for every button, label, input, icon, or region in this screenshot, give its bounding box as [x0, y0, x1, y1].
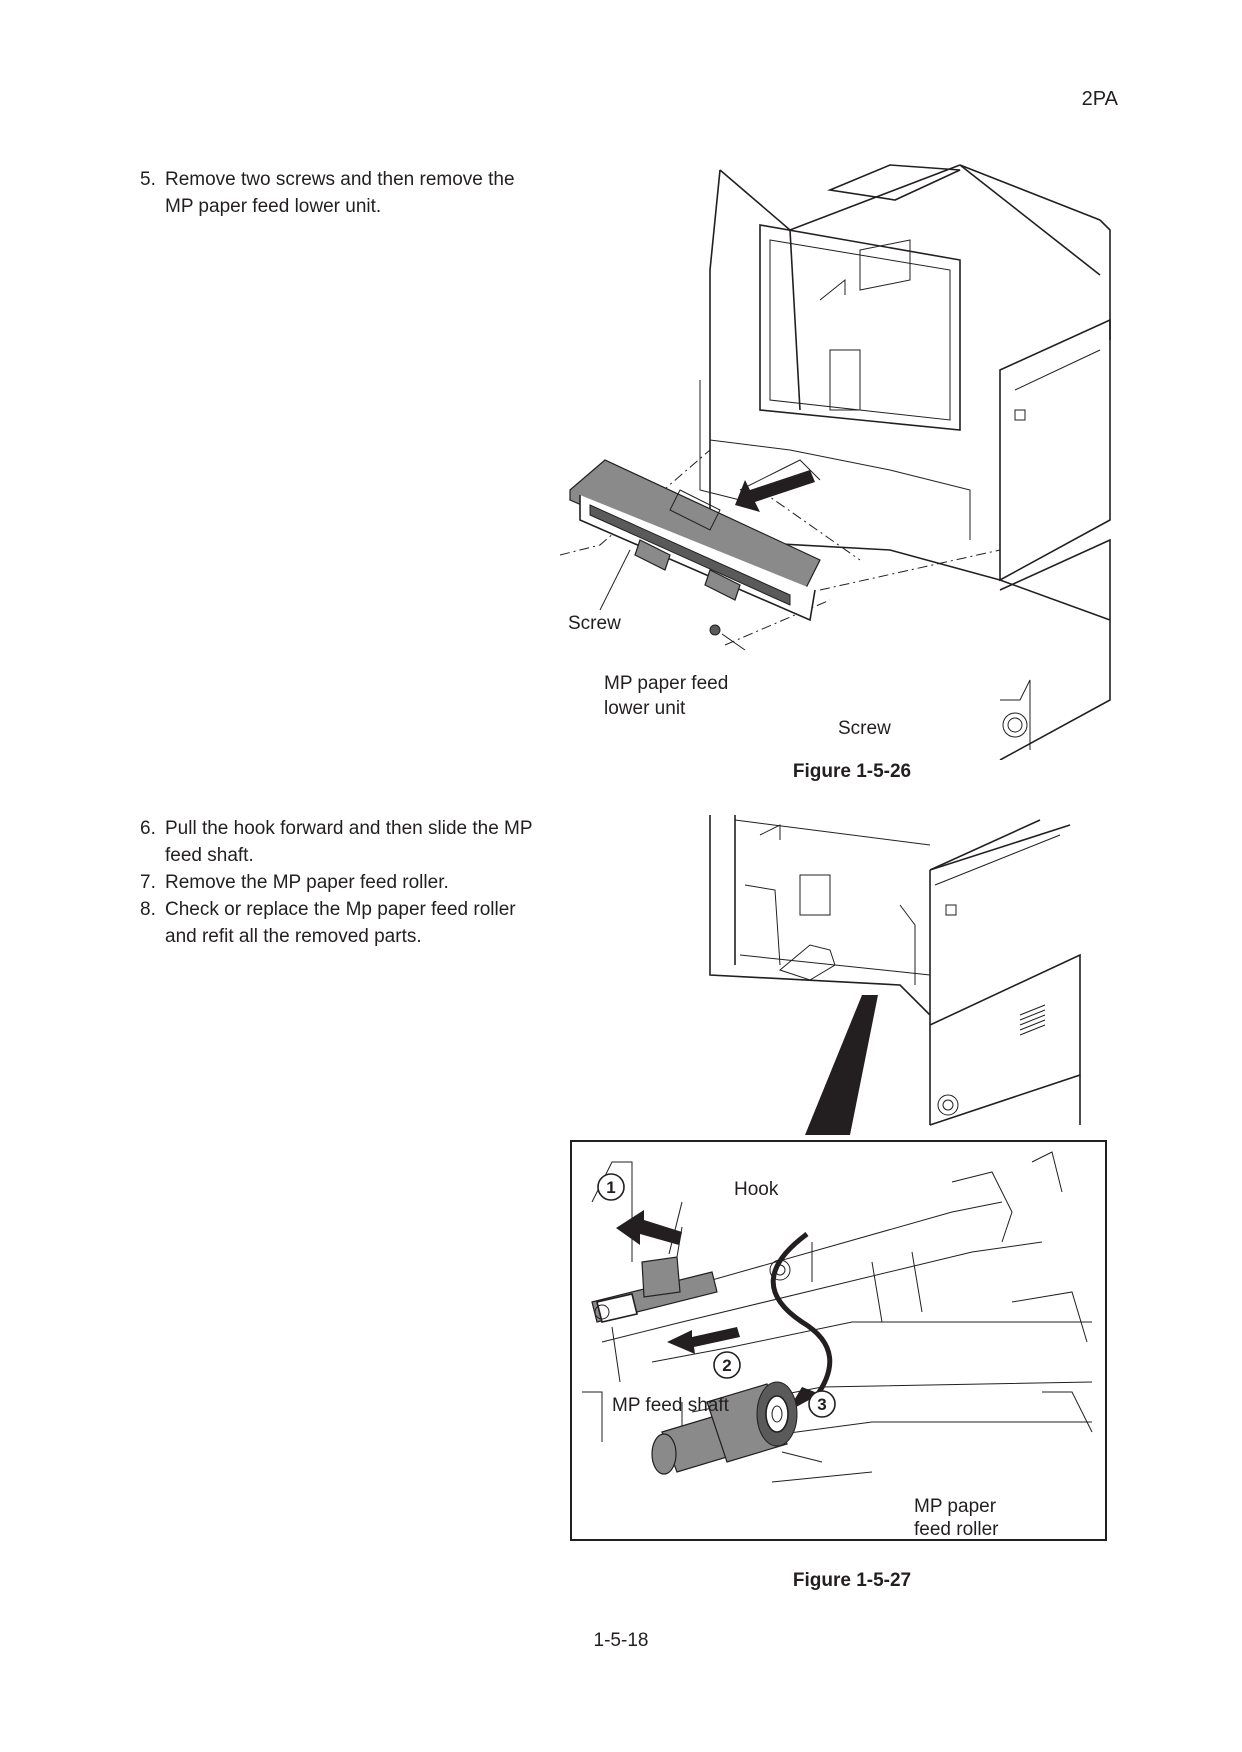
figure-caption-1-5-27: Figure 1-5-27	[792, 1570, 912, 1591]
step-8: 8. Check or replace the Mp paper feed ro…	[140, 896, 540, 950]
label-screw-right: Screw	[838, 718, 891, 739]
step-5: 5. Remove two screws and then remove the…	[140, 166, 540, 220]
marker-2: 2	[722, 1356, 731, 1375]
figure-1-5-27-inset-box	[570, 1140, 1107, 1541]
label-roller-line1: MP paper	[914, 1496, 997, 1517]
step-number: 7.	[140, 872, 156, 893]
step-text: Remove two screws and then remove the MP…	[165, 169, 515, 217]
label-hook: Hook	[734, 1179, 779, 1200]
step-7: 7. Remove the MP paper feed roller.	[140, 869, 540, 896]
page-number: 1-5-18	[593, 1630, 649, 1651]
label-roller-line2: feed roller	[914, 1519, 999, 1540]
step-number: 5.	[140, 169, 156, 190]
figure-1-5-27-inset-illustration: 1 2 3	[582, 1151, 1093, 1483]
label-screw-left: Screw	[568, 613, 621, 634]
label-lower-unit-line2: lower unit	[604, 698, 686, 719]
step-text: Pull the hook forward and then slide the…	[165, 818, 533, 866]
marker-1: 1	[606, 1178, 615, 1197]
figure-1-5-27-printer-illustration	[709, 815, 1081, 1135]
document-code: 2PA	[1081, 88, 1118, 110]
step-text: Remove the MP paper feed roller.	[165, 872, 449, 893]
label-mp-feed-shaft: MP feed shaft	[612, 1395, 729, 1416]
label-lower-unit-line1: MP paper feed	[604, 673, 729, 694]
steps-group-a: 5. Remove two screws and then remove the…	[140, 166, 540, 220]
figure-caption-1-5-26: Figure 1-5-26	[792, 761, 912, 782]
step-number: 6.	[140, 818, 156, 839]
step-number: 8.	[140, 899, 156, 920]
marker-3: 3	[817, 1395, 826, 1414]
step-text: Check or replace the Mp paper feed rolle…	[165, 899, 516, 947]
figure-1-5-26-illustration	[560, 164, 1111, 760]
step-6: 6. Pull the hook forward and then slide …	[140, 815, 540, 869]
steps-group-b: 6. Pull the hook forward and then slide …	[140, 815, 540, 950]
